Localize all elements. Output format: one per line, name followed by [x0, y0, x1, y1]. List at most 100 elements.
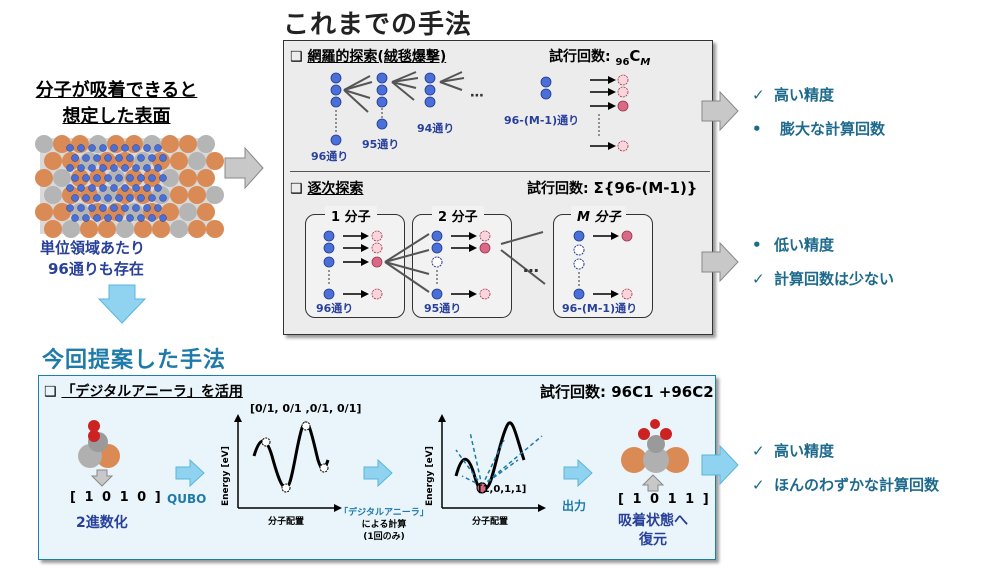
adsorption-site: [104, 214, 112, 222]
adsorption-site: [115, 154, 123, 162]
adsorption-site: [66, 144, 74, 152]
adsorption-site: [148, 154, 156, 162]
surface-title: 分子が吸着できると 想定した表面: [35, 80, 198, 127]
check-icon: ✓: [752, 442, 765, 460]
exhaustive-diagram: ⋯: [330, 71, 629, 152]
group-label-1: 1 分子: [325, 206, 377, 225]
surface-atom: [35, 203, 53, 221]
adsorption-site: [99, 204, 107, 212]
adsorption-site: [143, 144, 151, 152]
adsorption-site: [115, 174, 123, 182]
x-axis-label: 分子配置: [472, 517, 509, 527]
adsorption-site: [66, 164, 74, 172]
surface-atom: [197, 203, 215, 221]
surface-atom: [35, 169, 53, 187]
molecule-icon: [78, 420, 120, 468]
surface-atom: [116, 220, 134, 238]
adsorption-site: [66, 184, 74, 192]
adsorption-site: [110, 164, 118, 172]
adsorption-site: [82, 174, 90, 182]
adsorption-site: [132, 144, 140, 152]
adsorption-site: [126, 174, 134, 182]
result-arrow-icon: [701, 90, 739, 132]
right-arrow-icon: [363, 458, 393, 488]
exhaustive-label-94: 94通り: [417, 122, 455, 135]
exhaustive-label-m: 96-(M-1)通り: [504, 114, 580, 127]
adsorption-site: [93, 154, 101, 162]
surface-atom: [161, 169, 179, 187]
surface-atom: [125, 169, 143, 187]
surface-atom: [44, 186, 62, 204]
adsorption-site: [88, 184, 96, 192]
surface-atom: [206, 152, 224, 170]
up-arrow-icon: [641, 474, 665, 492]
surface-atom: [197, 169, 215, 187]
adsorption-site: [71, 174, 79, 182]
adsorption-site: [132, 164, 140, 172]
adsorption-site: [143, 164, 151, 172]
energy-plot-2: [438, 414, 546, 512]
surface-atom: [179, 203, 197, 221]
sequential-trial: 試行回数: Σ{96-(M-1)}: [527, 179, 698, 197]
check-icon: ✓: [752, 270, 765, 288]
sequential-diagram: ⋯: [323, 230, 633, 300]
surface-atom: [44, 220, 62, 238]
adsorption-site: [137, 194, 145, 202]
binarize-label: 2進数化: [76, 515, 128, 531]
adsorption-site: [104, 174, 112, 182]
adsorption-site: [99, 184, 107, 192]
adsorption-site: [154, 204, 162, 212]
qubo-label: QUBO: [167, 492, 207, 506]
surface-atom: [170, 186, 188, 204]
adsorption-site: [115, 214, 123, 222]
surface-atom: [80, 220, 98, 238]
adsorption-site: [104, 194, 112, 202]
surface-atom: [134, 220, 152, 238]
surface-caption: 単位領域あたり 96通りも存在: [40, 239, 146, 278]
adsorption-site: [143, 204, 151, 212]
adsorption-site: [77, 204, 85, 212]
group-box-m: [553, 214, 653, 318]
group-label-m: M 分子: [571, 206, 627, 225]
surface-atom: [188, 220, 206, 238]
exhaustive-label-95: 95通り: [362, 138, 400, 151]
adsorbed-molecule-icon: [621, 419, 689, 473]
adsorption-site: [82, 214, 90, 222]
adsorption-site: [159, 194, 167, 202]
x-axis-label: 分子配置: [268, 517, 305, 527]
svg-text:⋯: ⋯: [470, 88, 484, 104]
adsorption-site: [137, 154, 145, 162]
proposed-subtitle: ❑ 「デジタルアニーラ」を活用: [44, 384, 243, 400]
adsorption-site: [154, 144, 162, 152]
check-icon: ✓: [752, 476, 765, 494]
adsorption-site: [82, 194, 90, 202]
down-arrow-icon: [90, 469, 114, 487]
adsorption-site: [159, 174, 167, 182]
adsorption-site: [159, 154, 167, 162]
checkbox-icon: ❑: [44, 384, 62, 400]
adsorption-site: [88, 204, 96, 212]
output-label: 出力: [562, 499, 587, 513]
energy-axis-label: Energy [eV]: [425, 446, 435, 506]
exhaustive-title: ❑ 網羅的探索(絨毯爆撃): [290, 49, 447, 65]
surface-atom: [206, 220, 224, 238]
adsorption-site: [154, 184, 162, 192]
exhaustive-label-96: 96通り: [311, 150, 349, 163]
da-caption: 「デジタルアニーラ」 による計算 (1回のみ): [339, 508, 429, 542]
surface-atom: [197, 135, 215, 153]
surface-atom: [188, 152, 206, 170]
adsorption-site: [88, 144, 96, 152]
adsorption-site: [121, 184, 129, 192]
adsorption-site: [110, 204, 118, 212]
result-arrow-icon: [701, 444, 739, 486]
bullet-icon: •: [752, 236, 762, 254]
previous-methods-title: これまでの手法: [283, 10, 473, 40]
sequential-label-96: 96通り: [316, 302, 354, 315]
adsorption-site: [93, 214, 101, 222]
checkbox-icon: ❑: [290, 181, 308, 197]
surface-atom: [161, 135, 179, 153]
down-arrow-icon: [97, 284, 147, 324]
surface-atom: [179, 135, 197, 153]
adsorption-site: [148, 174, 156, 182]
adsorption-site: [154, 164, 162, 172]
